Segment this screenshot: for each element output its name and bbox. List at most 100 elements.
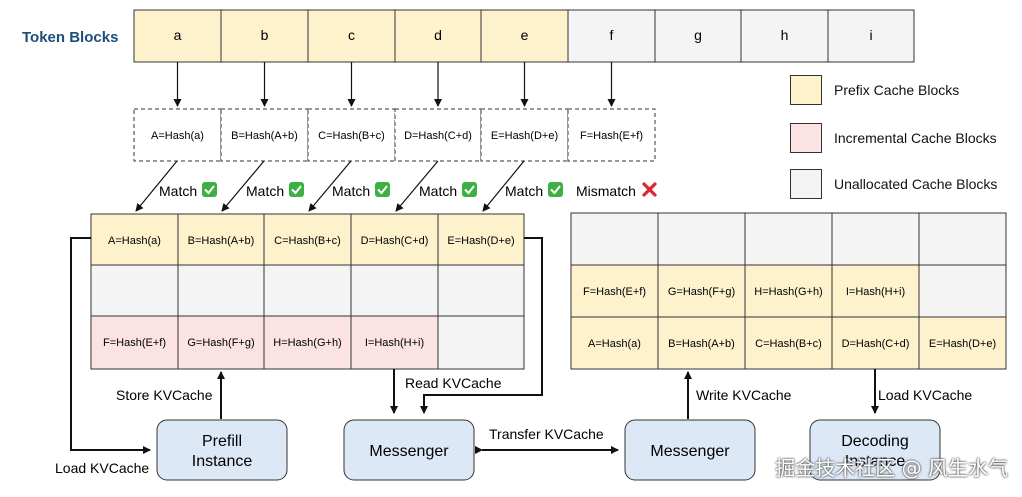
prefill-cache-grid: A=Hash(a) B=Hash(A+b) C=Hash(B+c) D=Hash… xyxy=(90,213,525,370)
token-block: e xyxy=(480,9,569,63)
messenger-right-label: Messenger xyxy=(650,443,730,460)
check-icons xyxy=(202,182,657,197)
token-label: h xyxy=(781,27,789,43)
token-label: e xyxy=(521,27,529,43)
prefill-instance-box: Prefill Instance xyxy=(156,419,288,481)
legend-swatch-incremental xyxy=(790,123,822,153)
match-labels: Match Match Match Match Match Mismatch xyxy=(158,182,636,201)
check-icon xyxy=(289,182,304,197)
match-label: Match xyxy=(505,183,543,199)
cache-cell-label: A=Hash(a) xyxy=(108,235,161,247)
token-label: i xyxy=(869,27,872,43)
token-block: d xyxy=(394,9,482,63)
cache-cell-label: H=Hash(G+h) xyxy=(754,286,822,298)
cache-cell-label: D=Hash(C+d) xyxy=(842,338,910,350)
token-label: g xyxy=(694,27,702,43)
cache-cell-label: C=Hash(B+c) xyxy=(274,235,341,247)
hash-cell: A=Hash(a) xyxy=(133,108,222,162)
check-icon xyxy=(462,182,477,197)
token-label: d xyxy=(434,27,442,43)
hash-label: C=Hash(B+c) xyxy=(318,130,385,142)
match-label: Match xyxy=(159,183,197,199)
arrow xyxy=(395,160,439,212)
store-kvcache-label: Store KVCache xyxy=(116,387,213,403)
prefill-title: Prefill xyxy=(202,433,242,450)
cache-cell-label: F=Hash(E+f) xyxy=(103,337,166,349)
prefill-subtitle: Instance xyxy=(192,453,253,470)
hash-label: D=Hash(C+d) xyxy=(404,130,472,142)
cache-cell-label: C=Hash(B+c) xyxy=(755,338,822,350)
token-block: a xyxy=(133,9,222,63)
cache-cell-label: E=Hash(D+e) xyxy=(929,338,996,350)
token-block: g xyxy=(654,9,742,63)
token-label: f xyxy=(610,27,614,43)
arrow xyxy=(221,160,265,212)
hash-label: A=Hash(a) xyxy=(151,130,204,142)
hash-cell: E=Hash(D+e) xyxy=(480,108,569,162)
cache-cell-label: B=Hash(A+b) xyxy=(188,235,255,247)
legend-item-unallocated: Unallocated Cache Blocks xyxy=(790,169,997,199)
legend-swatch-prefix xyxy=(790,75,822,105)
watermark: 掘金技术社区 @ 风生水气 xyxy=(775,456,1008,480)
read-prefix-arrow xyxy=(420,237,543,414)
cache-cell-label: A=Hash(a) xyxy=(588,338,641,350)
token-block-row: a b c d e f g h xyxy=(133,9,915,63)
match-label: Match xyxy=(246,183,284,199)
cache-cell-label: G=Hash(F+g) xyxy=(187,337,254,349)
token-label: c xyxy=(348,27,355,43)
messenger-left-box: Messenger xyxy=(343,419,475,481)
legend: Prefix Cache Blocks Incremental Cache Bl… xyxy=(790,75,997,199)
token-label: a xyxy=(174,27,182,43)
write-kvcache-label: Write KVCache xyxy=(696,387,792,403)
hash-label: B=Hash(A+b) xyxy=(231,130,298,142)
cache-cell-label: I=Hash(H+i) xyxy=(846,286,905,298)
legend-label-prefix: Prefix Cache Blocks xyxy=(834,82,960,98)
cache-cell-label: G=Hash(F+g) xyxy=(668,286,735,298)
token-label: b xyxy=(261,27,269,43)
token-block: c xyxy=(307,9,396,63)
mismatch-label: Mismatch xyxy=(576,183,636,199)
hash-cell: B=Hash(A+b) xyxy=(220,108,309,162)
cache-cell-label: I=Hash(H+i) xyxy=(365,337,424,349)
cache-cell-label: B=Hash(A+b) xyxy=(668,338,735,350)
token-block: b xyxy=(220,9,309,63)
legend-item-prefix: Prefix Cache Blocks xyxy=(790,75,997,105)
legend-label-unallocated: Unallocated Cache Blocks xyxy=(834,176,998,192)
hash-cell: D=Hash(C+d) xyxy=(394,108,482,162)
decoding-cache-grid: F=Hash(E+f) G=Hash(F+g) H=Hash(G+h) I=Ha… xyxy=(570,212,1007,370)
match-arrows xyxy=(135,160,525,212)
transfer-kvcache-label: Transfer KVCache xyxy=(489,426,604,442)
token-block: h xyxy=(740,9,829,63)
match-label: Match xyxy=(332,183,370,199)
legend-swatch-unallocated xyxy=(790,169,822,199)
token-blocks-title: Token Blocks xyxy=(22,29,119,46)
token-to-hash-arrows xyxy=(173,62,616,107)
check-icon xyxy=(375,182,390,197)
hash-cell: C=Hash(B+c) xyxy=(307,108,396,162)
flow-arrows xyxy=(70,237,879,454)
cache-cell-label: H=Hash(G+h) xyxy=(273,337,341,349)
token-block: i xyxy=(827,9,915,63)
hash-label: F=Hash(E+f) xyxy=(580,130,643,142)
messenger-right-box: Messenger xyxy=(624,419,756,481)
load-kvcache-left-arrow xyxy=(70,237,151,454)
legend-item-incremental: Incremental Cache Blocks xyxy=(790,123,997,153)
cache-cell-label: D=Hash(C+d) xyxy=(361,235,429,247)
check-icon xyxy=(548,182,563,197)
arrow xyxy=(482,160,525,212)
match-label: Match xyxy=(419,183,457,199)
read-kvcache-label: Read KVCache xyxy=(405,375,502,391)
messenger-left-label: Messenger xyxy=(369,443,449,460)
hash-label: E=Hash(D+e) xyxy=(491,130,558,142)
token-block: f xyxy=(567,9,656,63)
load-kvcache-right-label: Load KVCache xyxy=(878,387,972,403)
legend-label-incremental: Incremental Cache Blocks xyxy=(834,130,997,146)
cache-cell-label: E=Hash(D+e) xyxy=(447,235,514,247)
decoding-subtitle: Instance xyxy=(845,453,906,470)
hash-cell: F=Hash(E+f) xyxy=(567,108,656,162)
cache-cell-label: F=Hash(E+f) xyxy=(583,286,646,298)
arrow xyxy=(308,160,352,212)
cross-icon xyxy=(642,182,657,197)
load-kvcache-left-label: Load KVCache xyxy=(55,460,149,476)
